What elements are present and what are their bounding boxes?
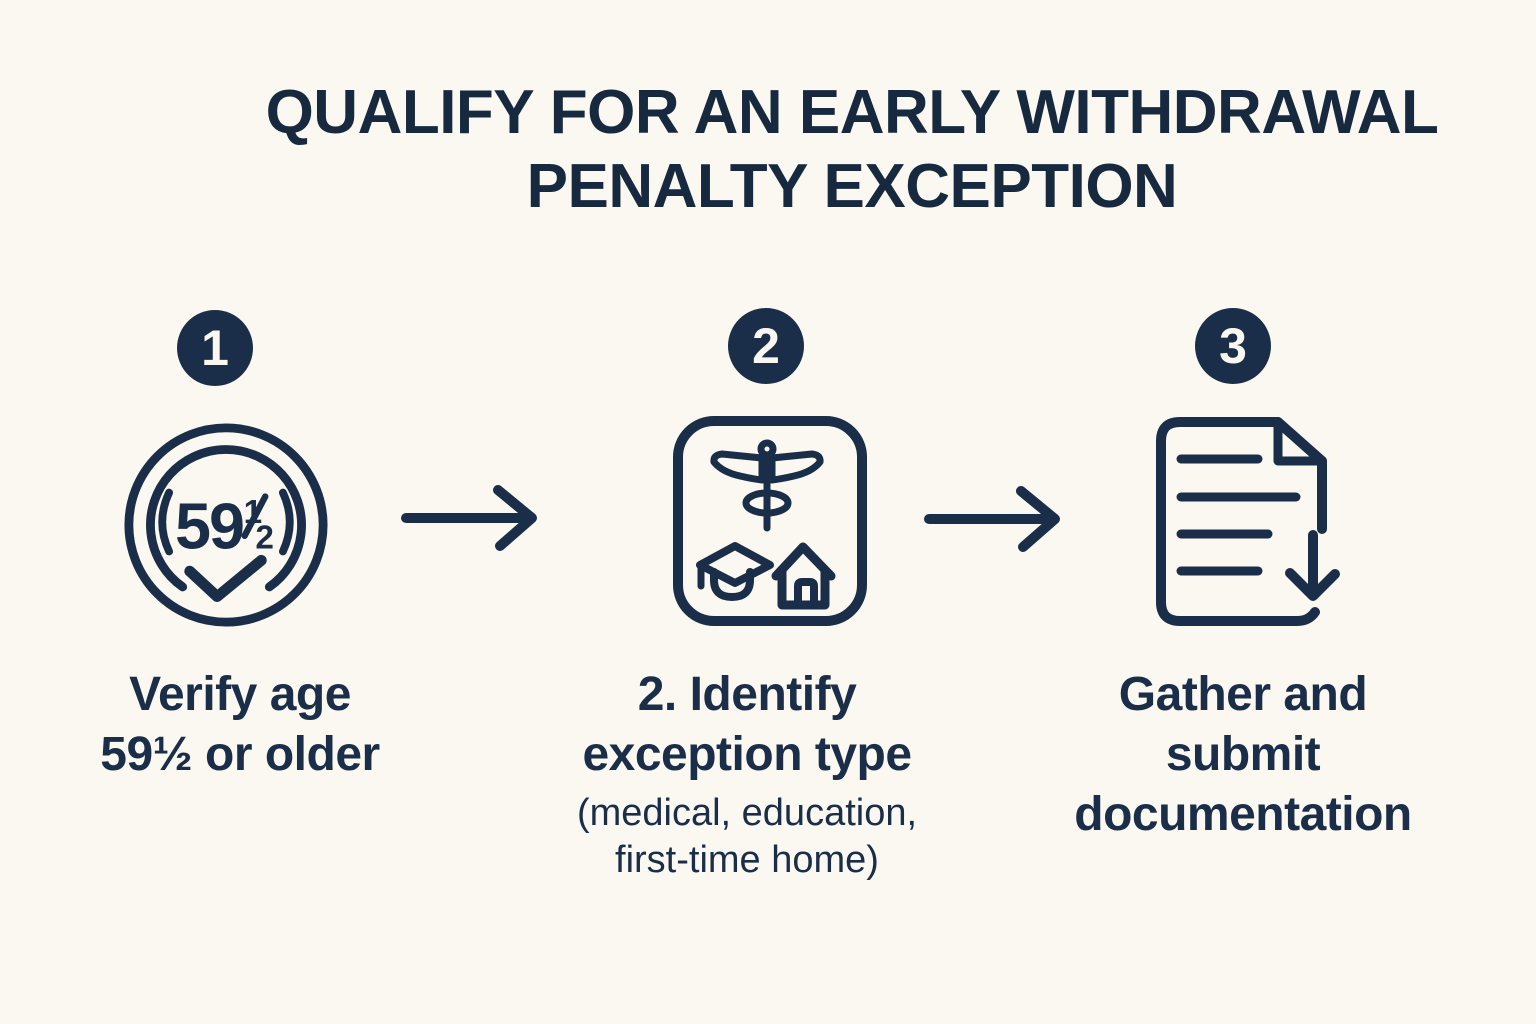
step-3-label-line-2: submit bbox=[1165, 728, 1321, 781]
graduation-cap-icon bbox=[696, 542, 774, 601]
step-2-sublabel-line-1: (medical, education, bbox=[576, 792, 918, 834]
step-1-number-badge: 1 bbox=[177, 310, 253, 386]
step-2-label: 2. Identify exception type bbox=[527, 665, 967, 785]
step-3-label: Gather and submit documentation bbox=[1023, 665, 1463, 845]
document-download-icon bbox=[1150, 415, 1340, 632]
title-line-1: QUALIFY FOR AN EARLY WITHDRAWAL bbox=[265, 78, 1439, 147]
house-icon bbox=[771, 542, 836, 610]
checkmark-icon bbox=[184, 554, 267, 603]
step-2-sublabel-line-2: first-time home) bbox=[615, 839, 879, 881]
caduceus-medical-icon bbox=[710, 439, 824, 532]
right-parenthesis bbox=[278, 488, 294, 556]
step2-to-step3-arrow-icon bbox=[921, 479, 1071, 564]
inner-ring-arc bbox=[146, 445, 306, 592]
outer-ring bbox=[124, 423, 328, 627]
step-2-label-line-2: exception type bbox=[582, 728, 912, 781]
icon-age-number: 59 bbox=[175, 490, 243, 563]
page-title: QUALIFY FOR AN EARLY WITHDRAWAL PENALTY … bbox=[152, 76, 1536, 224]
step-3-number-badge: 3 bbox=[1195, 308, 1271, 384]
step-2-label-line-1: 2. Identify bbox=[637, 668, 857, 721]
download-arrow bbox=[1285, 530, 1340, 601]
document-text-lines bbox=[1176, 454, 1301, 576]
step-1-label-line-1: Verify age bbox=[129, 668, 351, 721]
title-line-2: PENALTY EXCEPTION bbox=[526, 152, 1178, 221]
exception-types-icon bbox=[672, 415, 868, 632]
rounded-square-frame bbox=[673, 416, 867, 626]
step-2-number-badge: 2 bbox=[728, 308, 804, 384]
step-3-label-line-1: Gather and bbox=[1118, 668, 1368, 721]
step-1-label: Verify age 59½ or older bbox=[20, 665, 460, 785]
step-1-label-line-2: 59½ or older bbox=[100, 728, 380, 781]
left-parenthesis bbox=[158, 488, 174, 556]
document-right-edge bbox=[1273, 417, 1327, 534]
step-2-sublabel: (medical, education, first-time home) bbox=[507, 790, 987, 884]
document-outline bbox=[1156, 417, 1320, 626]
folded-corner bbox=[1273, 417, 1327, 466]
icon-fraction-denominator: 2 bbox=[255, 520, 274, 557]
age-59-half-check-icon: 59 1 2 bbox=[122, 421, 330, 634]
step-3-label-line-3: documentation bbox=[1074, 788, 1412, 841]
icon-fraction-numerator: 1 bbox=[244, 494, 263, 531]
fraction-slash bbox=[241, 493, 269, 539]
step1-to-step2-arrow-icon bbox=[398, 478, 548, 563]
